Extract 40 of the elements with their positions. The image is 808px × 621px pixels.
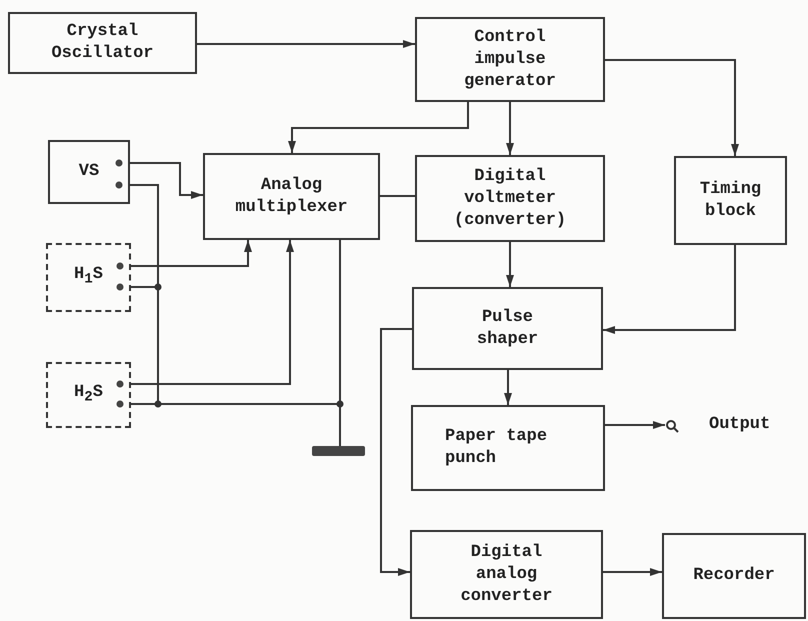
connector bbox=[506, 242, 514, 287]
block-label: Analog multiplexer bbox=[234, 174, 349, 218]
sensor-box bbox=[46, 362, 131, 428]
block-label: H$_{1}$S bbox=[74, 264, 103, 290]
connector bbox=[380, 328, 412, 576]
connector bbox=[605, 59, 739, 156]
connector bbox=[605, 421, 665, 429]
block-box bbox=[48, 140, 130, 204]
block-box bbox=[415, 155, 605, 242]
connector bbox=[504, 370, 512, 405]
block-label: Digital voltmeter (converter) bbox=[452, 166, 568, 232]
block-label: H$_{2}$S bbox=[74, 382, 103, 408]
block-box bbox=[8, 12, 197, 74]
block-box bbox=[203, 153, 380, 240]
block-box bbox=[415, 17, 605, 102]
block-label: Pulse shaper bbox=[476, 306, 540, 350]
connector bbox=[288, 102, 469, 153]
block-label: Paper tape punch bbox=[445, 426, 548, 470]
connector bbox=[603, 245, 736, 334]
connector bbox=[197, 40, 415, 48]
block-box bbox=[412, 287, 603, 370]
connector bbox=[130, 162, 203, 199]
block-label: Recorder bbox=[693, 565, 775, 587]
connector bbox=[131, 240, 252, 267]
block-label: Digital analog converter bbox=[460, 542, 554, 608]
ground-bar bbox=[312, 446, 365, 456]
block-box bbox=[410, 530, 603, 619]
connector bbox=[603, 568, 662, 576]
connector bbox=[380, 195, 415, 197]
connector bbox=[506, 102, 514, 155]
block-label: Crystal Oscillator bbox=[50, 21, 155, 65]
block-box bbox=[662, 533, 806, 619]
block-label: Control impulse generator bbox=[463, 26, 557, 92]
block-label: VS bbox=[78, 161, 100, 183]
block-label: Timing block bbox=[698, 178, 762, 222]
block-box bbox=[674, 156, 787, 245]
block-box bbox=[411, 405, 605, 491]
block-label: Output bbox=[709, 414, 770, 436]
connector bbox=[131, 240, 294, 385]
sensor-box bbox=[46, 243, 131, 312]
